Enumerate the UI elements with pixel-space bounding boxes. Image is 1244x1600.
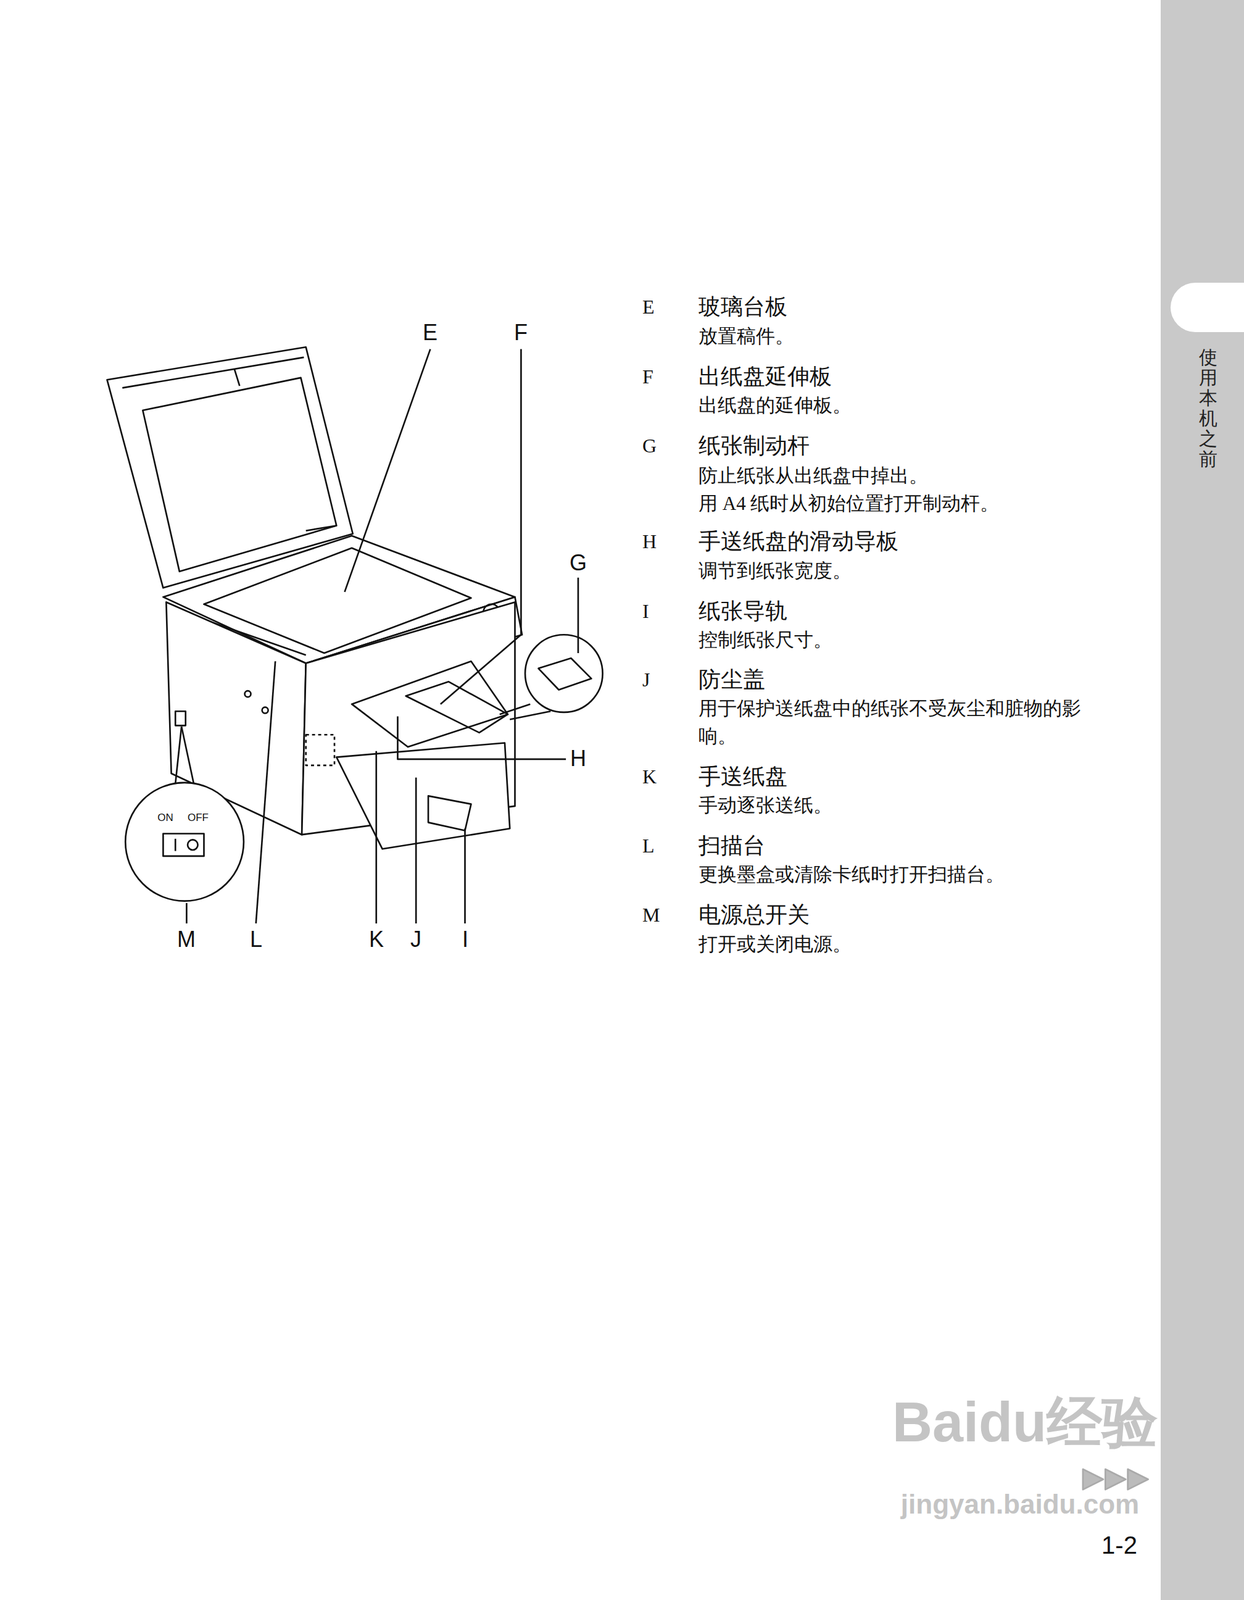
part-name: 纸张导轨 bbox=[698, 594, 788, 627]
part-description: 更换墨盒或清除卡纸时打开扫描台。 bbox=[698, 860, 1082, 888]
callout-letter: J bbox=[410, 926, 422, 953]
page-number: 1-2 bbox=[1101, 1530, 1138, 1559]
part-description: 手动逐张送纸。 bbox=[698, 791, 1082, 819]
part-description: 用于保护送纸盘中的纸张不受灰尘和脏物的影响。 bbox=[698, 694, 1082, 750]
part-name: 扫描台 bbox=[698, 829, 766, 862]
legend-letter: G bbox=[642, 431, 657, 460]
side-tab-band: 使用本机之前 bbox=[1160, 0, 1244, 1600]
watermark-url: jingyan.baidu.com bbox=[900, 1488, 1140, 1520]
legend-letter: M bbox=[642, 900, 660, 929]
part-description: 用 A4 纸时从初始位置打开制动杆。 bbox=[698, 489, 1082, 518]
legend-letter: L bbox=[642, 831, 655, 860]
callout-letter: M bbox=[177, 926, 196, 953]
part-name: 玻璃台板 bbox=[698, 290, 788, 323]
legend-letter: E bbox=[642, 293, 655, 321]
legend-letter: I bbox=[642, 597, 650, 626]
callout-letter: L bbox=[249, 926, 263, 953]
legend-letter: K bbox=[642, 762, 657, 791]
side-tab-notch bbox=[1170, 282, 1244, 332]
section-tab-text: 使用本机之前 bbox=[1198, 346, 1218, 469]
part-description: 出纸盘的延伸板。 bbox=[698, 391, 1082, 419]
legend-letter: F bbox=[642, 362, 654, 391]
callout-letter: F bbox=[514, 319, 528, 346]
part-name: 手送纸盘的滑动导板 bbox=[698, 525, 899, 558]
part-description: 放置稿件。 bbox=[698, 322, 1082, 350]
part-description: 调节到纸张宽度。 bbox=[698, 556, 1082, 585]
part-description: 防止纸张从出纸盘中掉出。 bbox=[698, 461, 1082, 490]
part-name: 手送纸盘 bbox=[698, 760, 788, 793]
legend-letter: H bbox=[642, 527, 657, 556]
callout-letter: H bbox=[570, 745, 587, 772]
part-name: 电源总开关 bbox=[698, 898, 810, 931]
callout-letter: K bbox=[369, 926, 384, 953]
callout-letter: E bbox=[422, 319, 438, 346]
callout-letter: ON bbox=[157, 811, 174, 824]
watermark: Baidu经验 bbox=[892, 1384, 1158, 1460]
legend-letter: J bbox=[642, 665, 650, 694]
part-description: 打开或关闭电源。 bbox=[698, 929, 1082, 958]
part-name: 出纸盘延伸板 bbox=[698, 360, 832, 393]
callout-letter: I bbox=[462, 926, 469, 953]
callout-letter: G bbox=[569, 549, 587, 576]
callout-letter: OFF bbox=[187, 811, 209, 824]
part-name: 纸张制动杆 bbox=[698, 429, 810, 462]
part-name: 防尘盖 bbox=[698, 663, 766, 696]
part-description: 控制纸张尺寸。 bbox=[698, 625, 1082, 654]
